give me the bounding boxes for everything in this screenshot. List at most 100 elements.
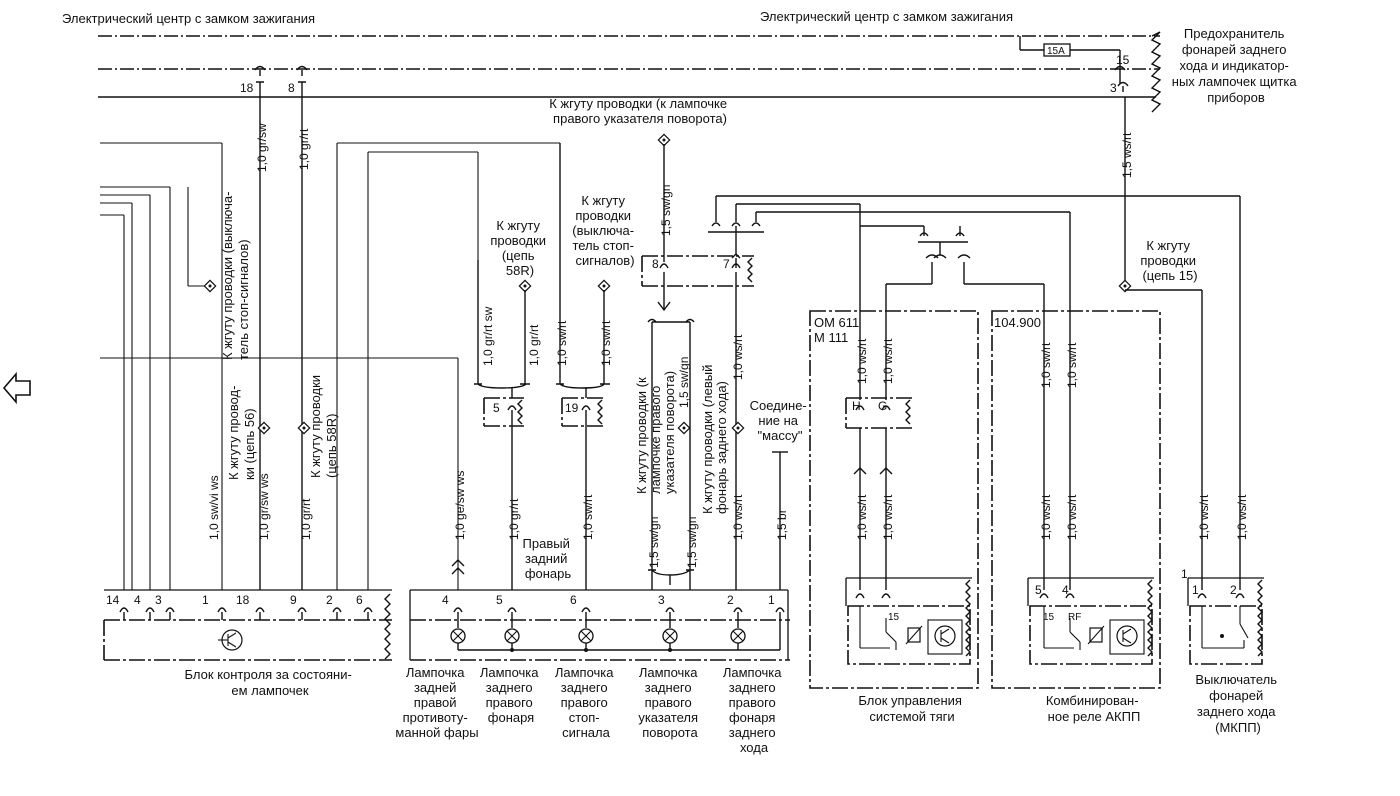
relay-module [1027, 577, 1154, 665]
pin-label: 1 [202, 593, 209, 607]
switch-label: Выключатель фонарей заднего хода (МКПП) [1195, 672, 1280, 735]
taillight-block [409, 589, 790, 661]
pin-label: H [852, 399, 861, 413]
pin-connector [581, 607, 591, 628]
engine-m-label: М 111 [814, 330, 848, 345]
harness-circuit-15-label: К жгуту проводки (цепь 15) [1140, 238, 1199, 283]
wire-label: 1,0 ws/rt [881, 494, 895, 540]
traction-control-box [809, 310, 979, 689]
fuse-icon [1043, 43, 1071, 57]
wire-label: 1,5 br [775, 509, 789, 540]
pin-label: 3 [658, 593, 665, 607]
pin-label: 6 [356, 593, 363, 607]
ground-connection-label: Соедине- ние на "массу" [750, 398, 811, 443]
transmission-relay-box [991, 310, 1161, 689]
wire-label: 1,0 ws/rt [1235, 494, 1249, 540]
wire-label: 1,0 sw/vi ws [207, 475, 221, 540]
pin-connector [297, 607, 307, 620]
wire-label: 1,0 sw/rt [1039, 342, 1053, 388]
pin-label: 8 [652, 257, 659, 271]
connection-point-diamond [518, 279, 532, 293]
pin-connector [255, 607, 265, 620]
pin-label: 1 [1181, 567, 1188, 581]
harness-stop-switch-vertical: К жгуту проводки (выключа- тель стоп-сиг… [220, 188, 251, 360]
wire-label: 1,0 ws/rt [1065, 494, 1079, 540]
pin-label: 18 [240, 81, 254, 95]
pin-connector [145, 607, 155, 620]
traction-module [845, 577, 972, 665]
pin-label: 3 [155, 593, 162, 607]
pin-connector [507, 607, 517, 628]
pin-connector [775, 607, 785, 628]
harness-left-turn-vertical: К жгуту проводки (к лампочке правого ука… [634, 371, 677, 494]
ground-icon [772, 451, 788, 590]
monitor-block [103, 589, 392, 661]
pin-label: 8 [288, 81, 295, 95]
harness-right-turn-label: К жгуту проводки (к лампочке правого ука… [549, 96, 731, 126]
pin-connector [332, 607, 342, 620]
wire-label: 1,0 ws/rt [1039, 494, 1053, 540]
bus-title-left: Электрический центр с замком зажигания [62, 11, 315, 26]
pin-label: 14 [106, 593, 120, 607]
bus-connector-3 [1117, 81, 1129, 92]
lamp-icon [450, 628, 466, 650]
connector-8-7 [641, 255, 754, 287]
lamp-icon [730, 628, 746, 650]
pin-label: 4 [442, 593, 449, 607]
power-bus [98, 31, 1162, 113]
lamp-tail-label: Лампочка заднего правого фонаря [480, 665, 542, 725]
pin-label: 2 [326, 593, 333, 607]
left-feed-wires [100, 142, 459, 590]
pin-label: 9 [290, 593, 297, 607]
traction-label: Блок управления системой тяги [858, 693, 965, 724]
bus-title-right: Электрический центр с замком зажигания [760, 9, 1013, 24]
pin-label: 2 [727, 593, 734, 607]
connection-point-diamond [203, 279, 217, 293]
lamp-reverse-label: Лампочка заднего правого фонаря заднего … [723, 665, 785, 755]
right-routing-wires [715, 97, 1126, 590]
engine-om-label: ОМ 611 [814, 315, 859, 330]
pin-connector [217, 607, 227, 620]
pin-connector [363, 607, 373, 620]
pin-label: 19 [565, 401, 579, 415]
connection-point-diamond [257, 421, 271, 435]
wire-label: 1,0 ws/rt [731, 334, 745, 380]
pin-label: 15 [1043, 612, 1055, 623]
monitor-pin-connectors [119, 607, 373, 620]
wire-label: 1,0 sw/rt [599, 320, 613, 366]
connector-5 [483, 397, 524, 427]
wire-label: 1,5 sw/gn [659, 185, 673, 236]
connection-point-diamond [657, 133, 671, 147]
pin-connector [665, 607, 675, 628]
pin-connector [119, 607, 129, 620]
pin-label: RF [1068, 612, 1081, 623]
harness-circuit-58r-vertical: К жгуту проводки (цепь 58R) [308, 371, 339, 478]
pin-label: G [878, 399, 887, 413]
code-104-label: 104.900 [994, 315, 1041, 330]
transistor-icon [934, 625, 956, 647]
fuse-description: Предохранитель фонарей заднего хода и ин… [1172, 26, 1300, 105]
pin-label: 3 [1110, 81, 1117, 95]
wire-label: 1,0 gr/rt [299, 498, 313, 540]
wire-label: 1,0 sw/rt [555, 320, 569, 366]
lamp-ground-bus [458, 628, 781, 652]
taillight-pin-connectors [450, 607, 785, 652]
harness-circuit-56-vertical: К жгуту провод- ки (цепь 56) [226, 382, 257, 480]
connection-point-diamond [297, 421, 311, 435]
connector-h-g [845, 397, 912, 429]
wire-label: 1,0 gr/rt [507, 498, 521, 540]
harness-58r-label: К жгуту проводки (цепь 58R) [490, 218, 549, 278]
left-arrow-icon [2, 371, 31, 405]
wire-label: 1,0 gr/sw ws [257, 473, 271, 540]
pin-connector [165, 607, 175, 620]
connection-point-diamond [597, 279, 611, 293]
wire-label: 1,0 ws/rt [731, 494, 745, 540]
reverse-switch-module [1187, 577, 1264, 665]
fuse-rating: 15A [1047, 46, 1065, 57]
pin-connector [453, 607, 463, 628]
wire-label: 1,5 sw/gn [647, 517, 661, 568]
pin-label: 5 [493, 401, 500, 415]
lamp-stop-label: Лампочка заднего правого стоп- сигнала [555, 665, 617, 740]
pin-label: 4 [134, 593, 141, 607]
